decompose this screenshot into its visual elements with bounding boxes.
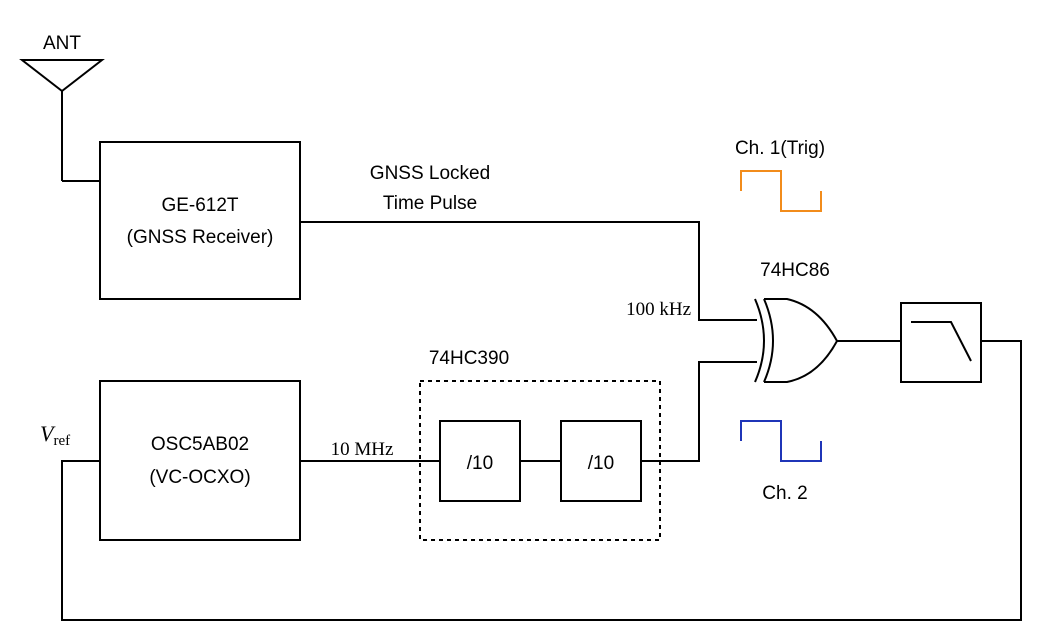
counter-chip-label: 74HC390 [429,348,509,369]
vref-label: Vref [40,421,70,449]
ocxo-label-line2: (VC-OCXO) [149,467,250,488]
vref-main-label: V [40,421,56,446]
freq-100k-label: 100 kHz [626,299,691,320]
divider-label-2: /10 [588,453,614,474]
vref-sub-label: ref [53,433,70,449]
ocxo-box [99,380,301,541]
ch2-label: Ch. 2 [762,483,807,504]
time-pulse-label-line2: Time Pulse [383,193,477,214]
lowpass-filter-icon [911,321,972,362]
feedback-wire [61,340,1022,621]
ocxo-label-line1: OSC5AB02 [151,434,249,455]
ch2-wave-icon [740,420,822,462]
gnss-receiver-box [99,141,301,300]
time-pulse-label-line1: GNSS Locked [370,163,490,184]
antenna-icon [19,59,105,181]
counter-output-wire [641,361,757,462]
time-pulse-wire [300,221,757,321]
freq-10m-label: 10 MHz [331,439,394,460]
gnss-receiver-label-line1: GE-612T [161,195,238,216]
divider-label-1: /10 [467,453,493,474]
gnss-receiver-label-line2: (GNSS Receiver) [127,227,274,248]
counter-group-box [419,380,661,541]
lowpass-filter-box [900,302,982,383]
ch1-wave-icon [740,170,822,212]
antenna-label: ANT [43,33,81,54]
ch1-label: Ch. 1(Trig) [735,138,825,159]
xor-chip-label: 74HC86 [760,260,830,281]
xor-gate-icon [754,298,839,383]
